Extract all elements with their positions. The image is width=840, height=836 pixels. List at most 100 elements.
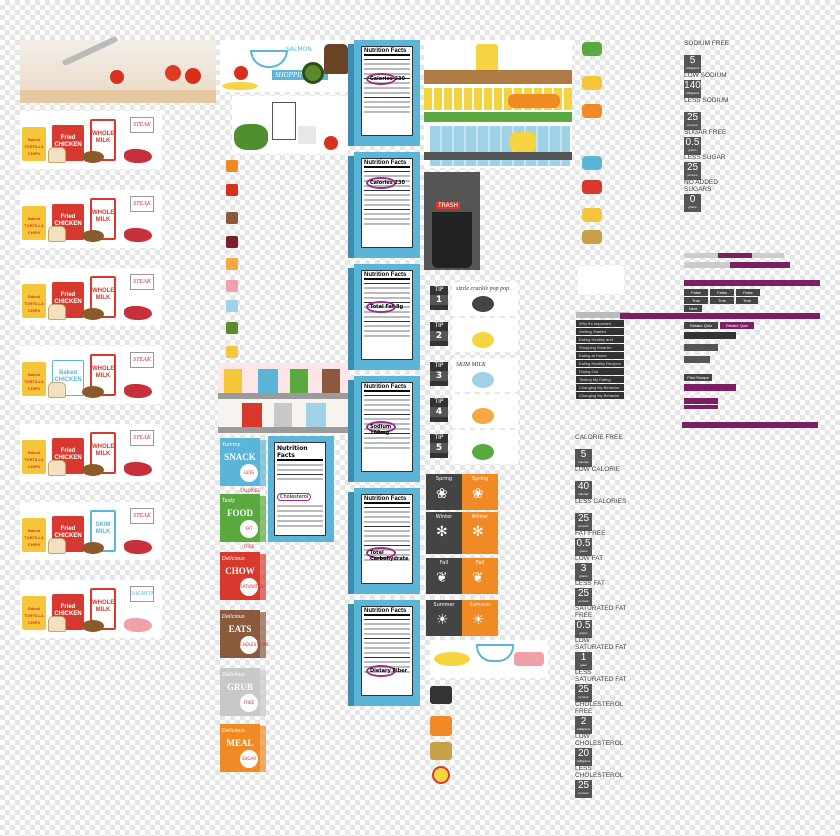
snowflake-icon: ✻ — [436, 524, 448, 540]
nutrition-line — [364, 647, 410, 649]
menu-item[interactable]: Why it's Important — [576, 320, 624, 327]
steak-icon — [124, 306, 152, 320]
cutting-board-photo — [20, 35, 216, 103]
season-name: Summer — [469, 602, 491, 608]
stat-label: LOW FAT — [575, 555, 604, 562]
retake-quiz-button[interactable]: Retake Quiz — [684, 322, 718, 329]
chicken-box: Fried CHICKEN — [52, 282, 84, 318]
highlight-text: Sodium 160mg — [370, 424, 392, 436]
cholesterol-highlight: Cholesterol — [277, 493, 312, 501]
nutrition-line — [364, 661, 410, 663]
true-button[interactable]: True — [684, 297, 708, 304]
false-button-2[interactable]: False — [710, 289, 734, 296]
stat-unit: percent — [578, 599, 589, 603]
leaf-icon: ❦ — [436, 570, 448, 586]
empty-button[interactable] — [684, 332, 736, 339]
false-button[interactable]: False — [684, 289, 708, 296]
true-button-3[interactable]: True — [736, 297, 758, 304]
menu-item[interactable]: Eating at Home — [576, 352, 624, 359]
product-seal: LESS CALORIES — [240, 464, 260, 493]
season-name: Winter — [435, 514, 453, 520]
season-name: Spring — [471, 476, 489, 482]
retake-quiz-button-2[interactable]: Retake Quiz — [720, 322, 754, 329]
chips-label: Baked TORTILLA CHIPS — [24, 137, 44, 156]
stat-label: LOW SATURATED FAT — [575, 637, 627, 651]
product-name: EATS — [228, 624, 252, 634]
tip-food-icon — [472, 444, 494, 460]
product-seal: CHOLESTEROL — [240, 636, 269, 654]
product-seal: SATURATED — [240, 578, 264, 596]
chips-label: Baked TORTILLA CHIPS — [24, 216, 44, 235]
empty-button-3[interactable] — [684, 356, 710, 363]
badge-icon-3 — [430, 742, 452, 760]
stat-label: CALORIE FREE — [575, 434, 623, 441]
shopping-scene: SHOPPING LIST SALMON — [220, 40, 350, 92]
tip-illustration — [452, 394, 518, 428]
tortilla-chips-bag: Baked TORTILLA CHIPS — [22, 596, 46, 630]
nutrition-title: Nutrition Facts — [364, 48, 410, 56]
product-name: GRUB — [226, 682, 253, 692]
no-soda-icon — [582, 180, 602, 194]
nutrition-line — [364, 437, 410, 439]
cholesterol-nutrition-box: Nutrition Facts Cholesterol — [268, 436, 334, 542]
season-name: Fall — [475, 560, 485, 566]
product-name: MEAL — [226, 738, 254, 748]
highlight-text: Dietary Fiber — [370, 668, 408, 674]
nutrition-line — [364, 213, 410, 215]
stat-unit: percent — [687, 123, 698, 127]
nutrition-line — [364, 530, 410, 532]
progress-bar-7 — [684, 405, 718, 409]
tip-caption: SKIM MILK — [456, 362, 486, 368]
menu-item[interactable]: Dining Out — [576, 368, 624, 375]
tip-illustration — [452, 430, 518, 464]
nutrition-line — [364, 559, 410, 561]
nutrition-line — [364, 521, 410, 523]
tortilla-chips-bag: Baked TORTILLA CHIPS — [22, 284, 46, 318]
menu-header — [576, 312, 630, 318]
trash-can-icon — [432, 212, 472, 268]
salad-bowl-icon — [250, 50, 288, 68]
potato-icon — [82, 464, 104, 476]
true-button-2[interactable]: True — [710, 297, 734, 304]
chicken-label: Fried CHICKEN — [54, 526, 82, 539]
product-seal: SUGAR — [240, 750, 258, 768]
nutrition-line — [364, 63, 410, 65]
box-side — [348, 44, 354, 146]
salmon-icon — [124, 618, 152, 632]
print-recipe-button[interactable]: Print Recipe — [684, 374, 712, 381]
nutrition-line — [364, 287, 410, 289]
tip-illustration: sizzle crackle pop pop — [452, 282, 518, 316]
nutrition-line — [364, 442, 410, 444]
nutrition-line — [364, 87, 410, 89]
menu-item[interactable]: Shopping Smarter — [576, 344, 624, 351]
milk-label: WHOLE MILK — [92, 131, 115, 144]
tip-label: TIP — [434, 434, 444, 441]
potato-icon — [82, 308, 104, 320]
salad-icon — [582, 42, 602, 56]
no-smoking-icon — [432, 766, 450, 784]
empty-button-2[interactable] — [684, 344, 718, 351]
false-button-3[interactable]: False — [736, 289, 760, 296]
milk-label: WHOLE MILK — [92, 444, 115, 457]
menu-item[interactable]: Tasting My Eating Smarts — [576, 376, 624, 389]
next-button[interactable]: Next — [684, 305, 702, 312]
menu-item[interactable]: Changing My Behavior — [576, 392, 624, 399]
tomato-sauce-icon — [226, 160, 238, 172]
menu-item[interactable]: Getting Started — [576, 328, 624, 335]
nutrition-line — [364, 652, 410, 654]
nutrition-line — [364, 101, 410, 103]
menu-item[interactable]: Eating Healthy Recipes — [576, 360, 624, 367]
nutrition-line — [364, 628, 410, 630]
menu-item[interactable]: Eating Healthy and Diabetes — [576, 336, 624, 349]
highlight-text: Total Fat 8g — [370, 304, 404, 310]
nutrition-line — [364, 540, 410, 542]
menu-item[interactable]: Changing My Behavior — [576, 384, 624, 391]
